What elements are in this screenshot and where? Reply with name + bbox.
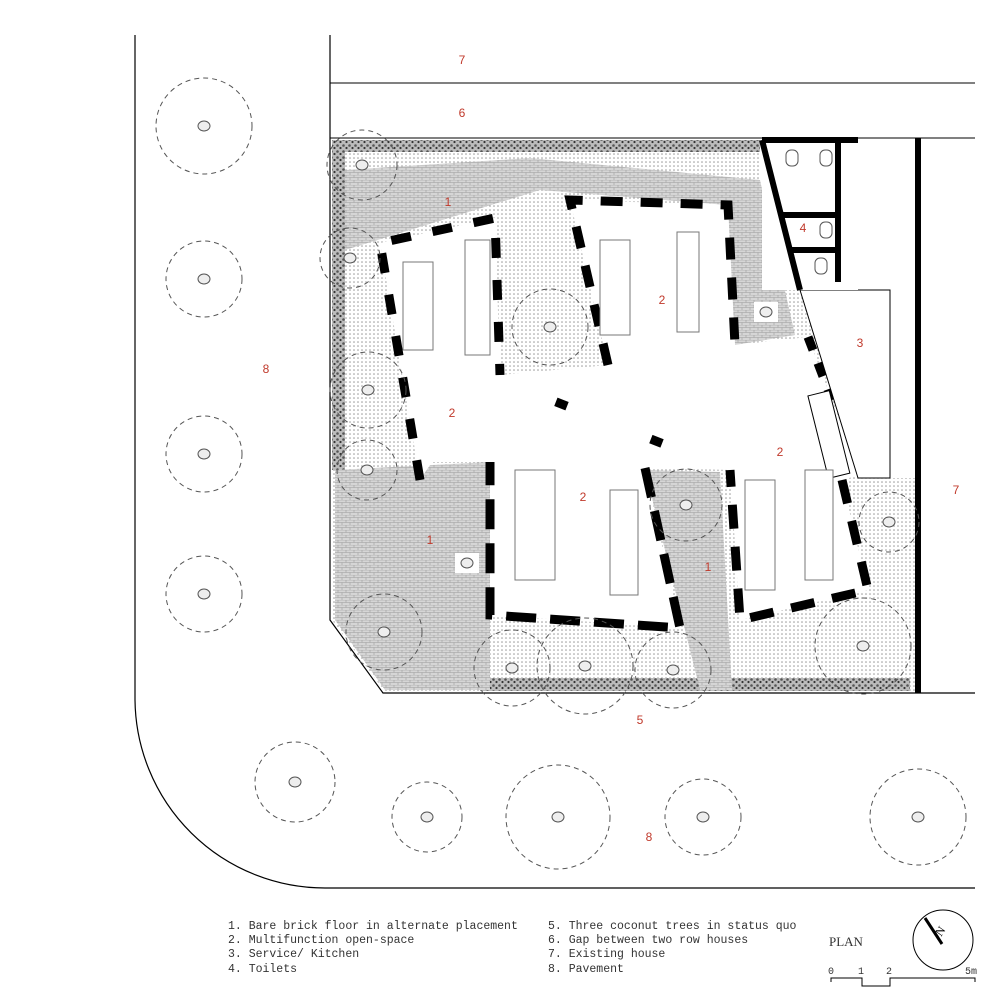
label-coconut: 5 bbox=[637, 713, 644, 727]
tree-trunk-icon bbox=[355, 159, 369, 171]
tree-canopy bbox=[165, 555, 243, 633]
tree-trunk-icon bbox=[288, 776, 302, 788]
tree-canopy bbox=[165, 415, 243, 493]
tree-trunk-icon bbox=[420, 811, 434, 823]
tree-trunk-icon bbox=[551, 811, 565, 823]
label-toilets: 4 bbox=[800, 221, 807, 235]
scale-tick: 0 bbox=[828, 967, 834, 978]
tree-trunk-icon bbox=[377, 626, 391, 638]
tree-canopy bbox=[634, 631, 712, 709]
scale-bar: 0 1 2 5m bbox=[828, 967, 977, 987]
scale-tick: 1 bbox=[858, 967, 864, 978]
tree-canopy bbox=[814, 597, 912, 695]
tree-trunk-icon bbox=[696, 811, 710, 823]
tree-trunk-icon bbox=[197, 120, 211, 132]
label-kitchen: 3 bbox=[857, 336, 864, 350]
legend-col-1: 1. Bare brick floor in alternate placeme… bbox=[228, 920, 518, 977]
tree-canopy bbox=[473, 629, 551, 707]
tree-canopy bbox=[319, 227, 381, 289]
tree-trunk-icon bbox=[197, 448, 211, 460]
label-gap: 6 bbox=[459, 106, 466, 120]
tree-trunk-icon bbox=[197, 588, 211, 600]
toilet-walls bbox=[759, 137, 858, 291]
tree-canopy bbox=[326, 129, 398, 201]
label-space-e: 2 bbox=[777, 445, 784, 459]
label-existing-house: 7 bbox=[459, 53, 466, 67]
tree-trunk-icon bbox=[343, 252, 357, 264]
trees bbox=[155, 77, 967, 870]
legend-item: 8. Pavement bbox=[548, 962, 624, 976]
label-brick-sw: 1 bbox=[427, 533, 434, 547]
scale-tick: 2 bbox=[886, 967, 892, 978]
tree-canopy bbox=[336, 439, 398, 501]
brick-floor-southwest bbox=[335, 462, 490, 690]
tree-canopy bbox=[345, 593, 423, 671]
legend-item: 6. Gap between two row houses bbox=[548, 934, 749, 948]
scale-tick: 5m bbox=[965, 967, 977, 978]
tree-canopy bbox=[155, 77, 253, 175]
tree-canopy bbox=[254, 741, 336, 823]
tree-canopy bbox=[649, 468, 723, 542]
north-label: N bbox=[932, 923, 949, 938]
tree-canopy bbox=[511, 288, 589, 366]
tree-canopy bbox=[664, 778, 742, 856]
tree-trunk-icon bbox=[882, 516, 896, 528]
label-existing-house-right: 7 bbox=[953, 483, 960, 497]
brick-floor-middle bbox=[645, 470, 732, 690]
legend-item: 3. Service/ Kitchen bbox=[228, 948, 360, 962]
tree-canopy bbox=[858, 491, 920, 553]
wall-e bbox=[725, 469, 874, 626]
tree-trunk-icon bbox=[578, 660, 592, 672]
legend-item: 2. Multifunction open-space bbox=[228, 934, 415, 948]
kitchen-area bbox=[799, 289, 891, 479]
legend-item: 4. Toilets bbox=[228, 962, 298, 976]
wall-nw bbox=[374, 212, 505, 481]
tree-trunk-icon bbox=[759, 306, 773, 318]
tree-trunk-icon bbox=[360, 464, 374, 476]
wall-n bbox=[564, 195, 740, 367]
tree-trunk-icon bbox=[543, 321, 557, 333]
tree-trunk-icon bbox=[460, 557, 474, 569]
tree-canopy bbox=[165, 240, 243, 318]
tree-trunk-icon bbox=[666, 664, 680, 676]
legend-col-2: 5. Three coconut trees in status quo 6. … bbox=[548, 920, 796, 977]
plan-title: PLAN bbox=[829, 934, 863, 949]
gravel-edge-south bbox=[480, 678, 910, 691]
tree-trunk-icon bbox=[505, 662, 519, 674]
toilet-fixture bbox=[785, 149, 799, 167]
legend-item: 7. Existing house bbox=[548, 948, 666, 962]
tree-canopy bbox=[869, 768, 967, 866]
legend-item: 5. Three coconut trees in status quo bbox=[548, 920, 797, 933]
legend-item: 1. Bare brick floor in alternate placeme… bbox=[228, 920, 518, 933]
street-edge bbox=[134, 35, 975, 889]
tree-trunk-icon bbox=[911, 811, 925, 823]
kitchen-counter bbox=[807, 390, 851, 480]
brick-floor-north bbox=[345, 158, 795, 345]
tree-canopy bbox=[329, 351, 407, 429]
label-pavement-s: 8 bbox=[646, 830, 653, 844]
label-pavement-w: 8 bbox=[263, 362, 270, 376]
label-brick-north: 1 bbox=[445, 195, 452, 209]
tree-trunk-icon bbox=[197, 273, 211, 285]
label-brick-mid: 1 bbox=[705, 560, 712, 574]
label-space-nw: 2 bbox=[449, 406, 456, 420]
tree-trunk-icon bbox=[361, 384, 375, 396]
furniture bbox=[402, 231, 834, 596]
label-space-s: 2 bbox=[580, 490, 587, 504]
tree-trunk-icon bbox=[856, 640, 870, 652]
tree-canopy bbox=[391, 781, 463, 853]
tree-trunk-icon bbox=[679, 499, 693, 511]
tree-canopy bbox=[505, 764, 611, 870]
label-space-n: 2 bbox=[659, 293, 666, 307]
site-edge bbox=[329, 35, 975, 694]
tree-canopy bbox=[536, 617, 634, 715]
north-arrow: N bbox=[912, 909, 974, 971]
